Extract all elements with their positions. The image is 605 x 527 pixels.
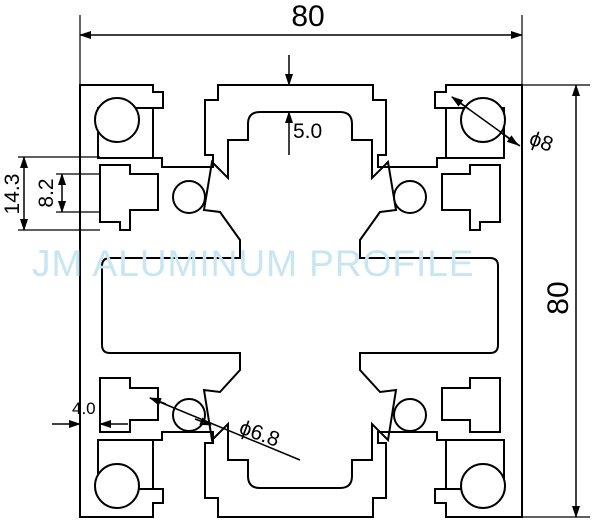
slot-opening-label: 8.2 [35, 178, 58, 207]
screw-hole-bottom-right [393, 398, 427, 432]
corner-hole-top-left [94, 97, 140, 143]
screw-hole-label: ϕ6.8 [236, 416, 282, 452]
slot-outer-label: 14.3 [1, 174, 24, 215]
dimension-slot: 14.3 8.2 [1, 156, 100, 231]
height-label: 80 [542, 281, 575, 314]
dimension-side-wall: 4.0 [52, 399, 128, 432]
screw-hole-bottom-left [172, 398, 206, 432]
dimension-height: 80 [522, 84, 590, 518]
screw-hole-top-right [393, 180, 427, 214]
corner-hole-bottom-right [460, 463, 506, 509]
watermark-text: JM ALUMINUM PROFILE [32, 243, 475, 284]
corner-hole-bottom-left [94, 463, 140, 509]
profile-outline [79, 84, 523, 518]
dimension-wall-thickness: 5.0 [285, 55, 322, 155]
corner-hole-label: ϕ8 [526, 127, 556, 157]
dimension-width: 80 [79, 0, 523, 85]
width-label: 80 [291, 0, 324, 33]
wall-thickness-label: 5.0 [293, 120, 322, 143]
side-wall-label: 4.0 [72, 399, 96, 418]
screw-hole-top-left [172, 180, 206, 214]
